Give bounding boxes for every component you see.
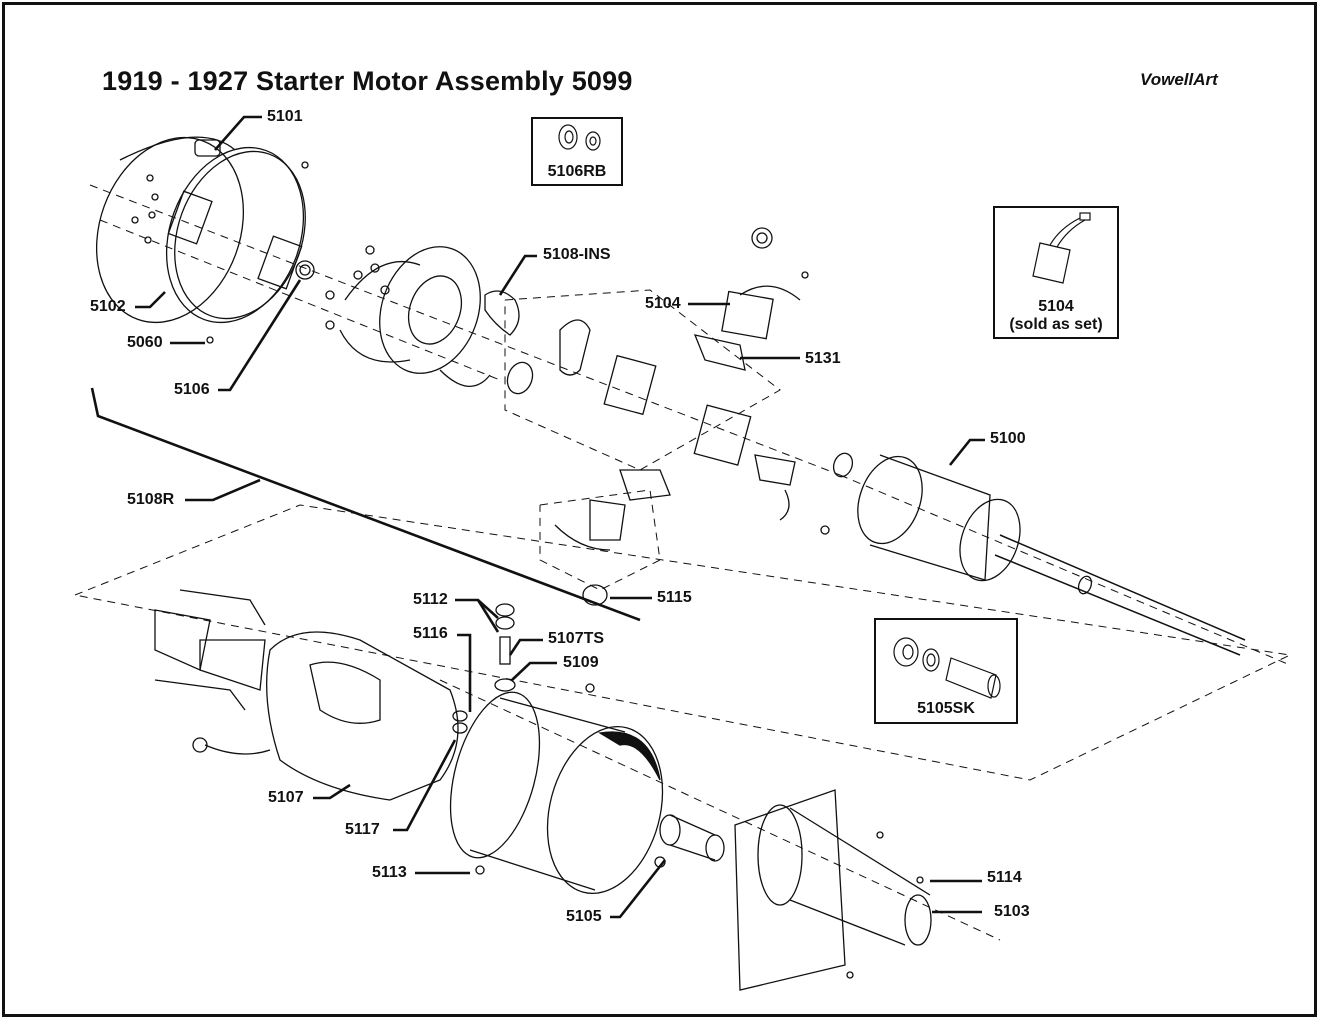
brush-holder-5131 (693, 334, 746, 371)
leader-lines (90, 115, 985, 919)
callout-5112[interactable]: 5112 (413, 591, 448, 608)
inset-5104-set[interactable]: 5104 (sold as set) (993, 206, 1119, 339)
callout-5107[interactable]: 5107 (268, 789, 304, 806)
terminal-stud (452, 603, 595, 734)
callout-5108r[interactable]: 5108R (127, 491, 175, 508)
insulator-5108-ins (484, 290, 520, 336)
callout-5104[interactable]: 5104 (645, 295, 681, 312)
commutator-ring (506, 361, 534, 395)
inset-5105sk[interactable]: 5105SK (874, 618, 1018, 724)
brush-spring-5115 (582, 584, 608, 606)
callout-5117[interactable]: 5117 (345, 821, 380, 838)
end-cover-5101 (95, 136, 245, 324)
callout-5131[interactable]: 5131 (805, 350, 841, 367)
callout-5103[interactable]: 5103 (994, 903, 1030, 920)
seal-kit-icon (893, 637, 1001, 699)
callout-5108-ins[interactable]: 5108-INS (543, 246, 611, 263)
callout-5060[interactable]: 5060 (127, 334, 163, 351)
diagram-title: 1919 - 1927 Starter Motor Assembly 5099 (102, 66, 633, 96)
callout-5100[interactable]: 5100 (990, 430, 1026, 447)
callout-5114[interactable]: 5114 (987, 869, 1022, 886)
brush-holders (554, 319, 796, 551)
inset-5106rb[interactable]: 5106RB (531, 117, 623, 186)
callout-5115[interactable]: 5115 (657, 589, 692, 606)
brush-set-icon (1032, 212, 1091, 284)
bushing-5105 (654, 814, 725, 868)
callout-5102[interactable]: 5102 (90, 298, 126, 315)
screws-left (131, 161, 390, 344)
callout-5106[interactable]: 5106 (174, 381, 210, 398)
armature-5100 (820, 452, 1246, 656)
callout-5105[interactable]: 5105 (566, 908, 602, 925)
callout-5113[interactable]: 5113 (372, 864, 407, 881)
field-coil-5107 (154, 589, 459, 801)
inset-5104-caption: 5104 (1038, 298, 1074, 315)
field-frame (449, 691, 664, 894)
brush-plate (339, 246, 491, 388)
brush-5104 (693, 227, 809, 371)
bearing-icon (558, 124, 601, 151)
callout-5101[interactable]: 5101 (267, 108, 303, 125)
artist-credit: VowellArt (1140, 70, 1218, 89)
callout-5109[interactable]: 5109 (563, 654, 599, 671)
callout-5107ts[interactable]: 5107TS (548, 630, 605, 647)
inset-5106rb-caption: 5106RB (547, 163, 607, 180)
inset-5104-note: (sold as set) (1009, 316, 1103, 333)
inset-5105sk-caption: 5105SK (917, 700, 975, 717)
callout-5116[interactable]: 5116 (413, 625, 448, 642)
end-band-5102 (165, 146, 315, 324)
drive-end-housing-5103 (734, 789, 932, 991)
